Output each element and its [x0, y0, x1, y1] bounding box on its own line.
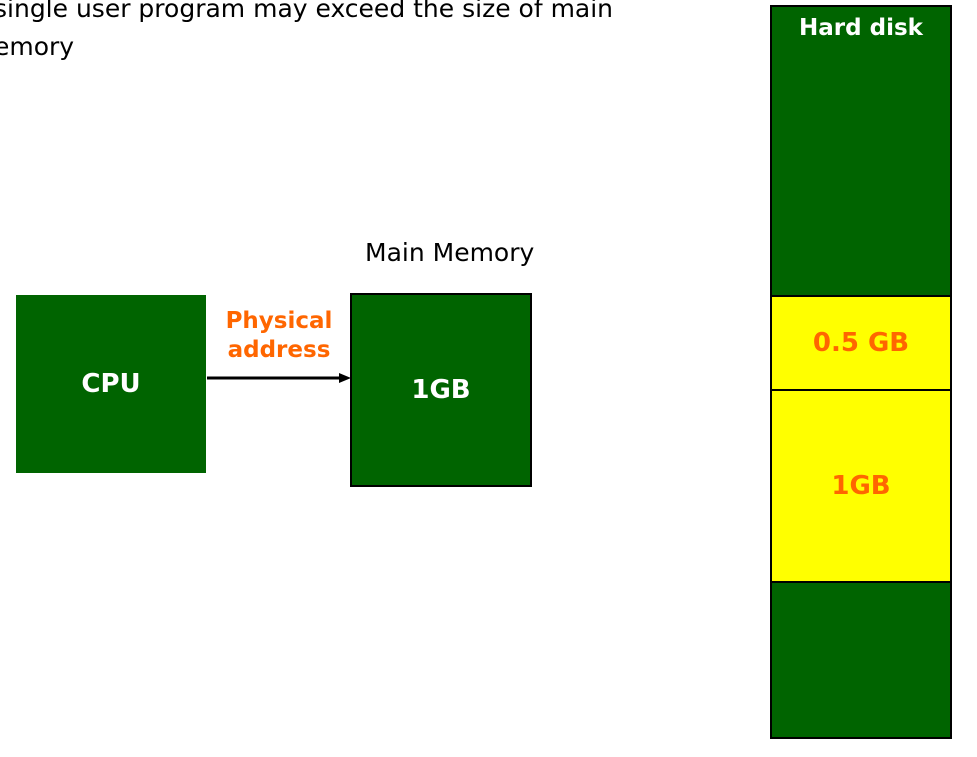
- disk-segment-bottom: [772, 583, 950, 737]
- slide-heading: single user program may exceed the size …: [0, 0, 614, 61]
- physical-address-label: Physical address: [225, 308, 333, 363]
- disk-segment-label: 0.5 GB: [812, 328, 910, 358]
- disk-segment-half-gb: 0.5 GB: [772, 295, 950, 391]
- cpu-label: CPU: [81, 369, 141, 399]
- disk-segment-label: 1GB: [831, 471, 891, 501]
- main-memory-box: 1GB: [350, 293, 532, 487]
- cpu-box: CPU: [16, 295, 206, 473]
- hard-disk: Hard disk 0.5 GB 1GB: [770, 5, 952, 739]
- disk-segment-one-gb: 1GB: [772, 391, 950, 583]
- cpu-to-memory-arrow: [207, 373, 351, 383]
- hard-disk-title: Hard disk: [799, 15, 923, 41]
- disk-segment-top: Hard disk: [772, 7, 950, 295]
- main-memory-title: Main Memory: [365, 238, 535, 267]
- main-memory-size: 1GB: [411, 375, 471, 405]
